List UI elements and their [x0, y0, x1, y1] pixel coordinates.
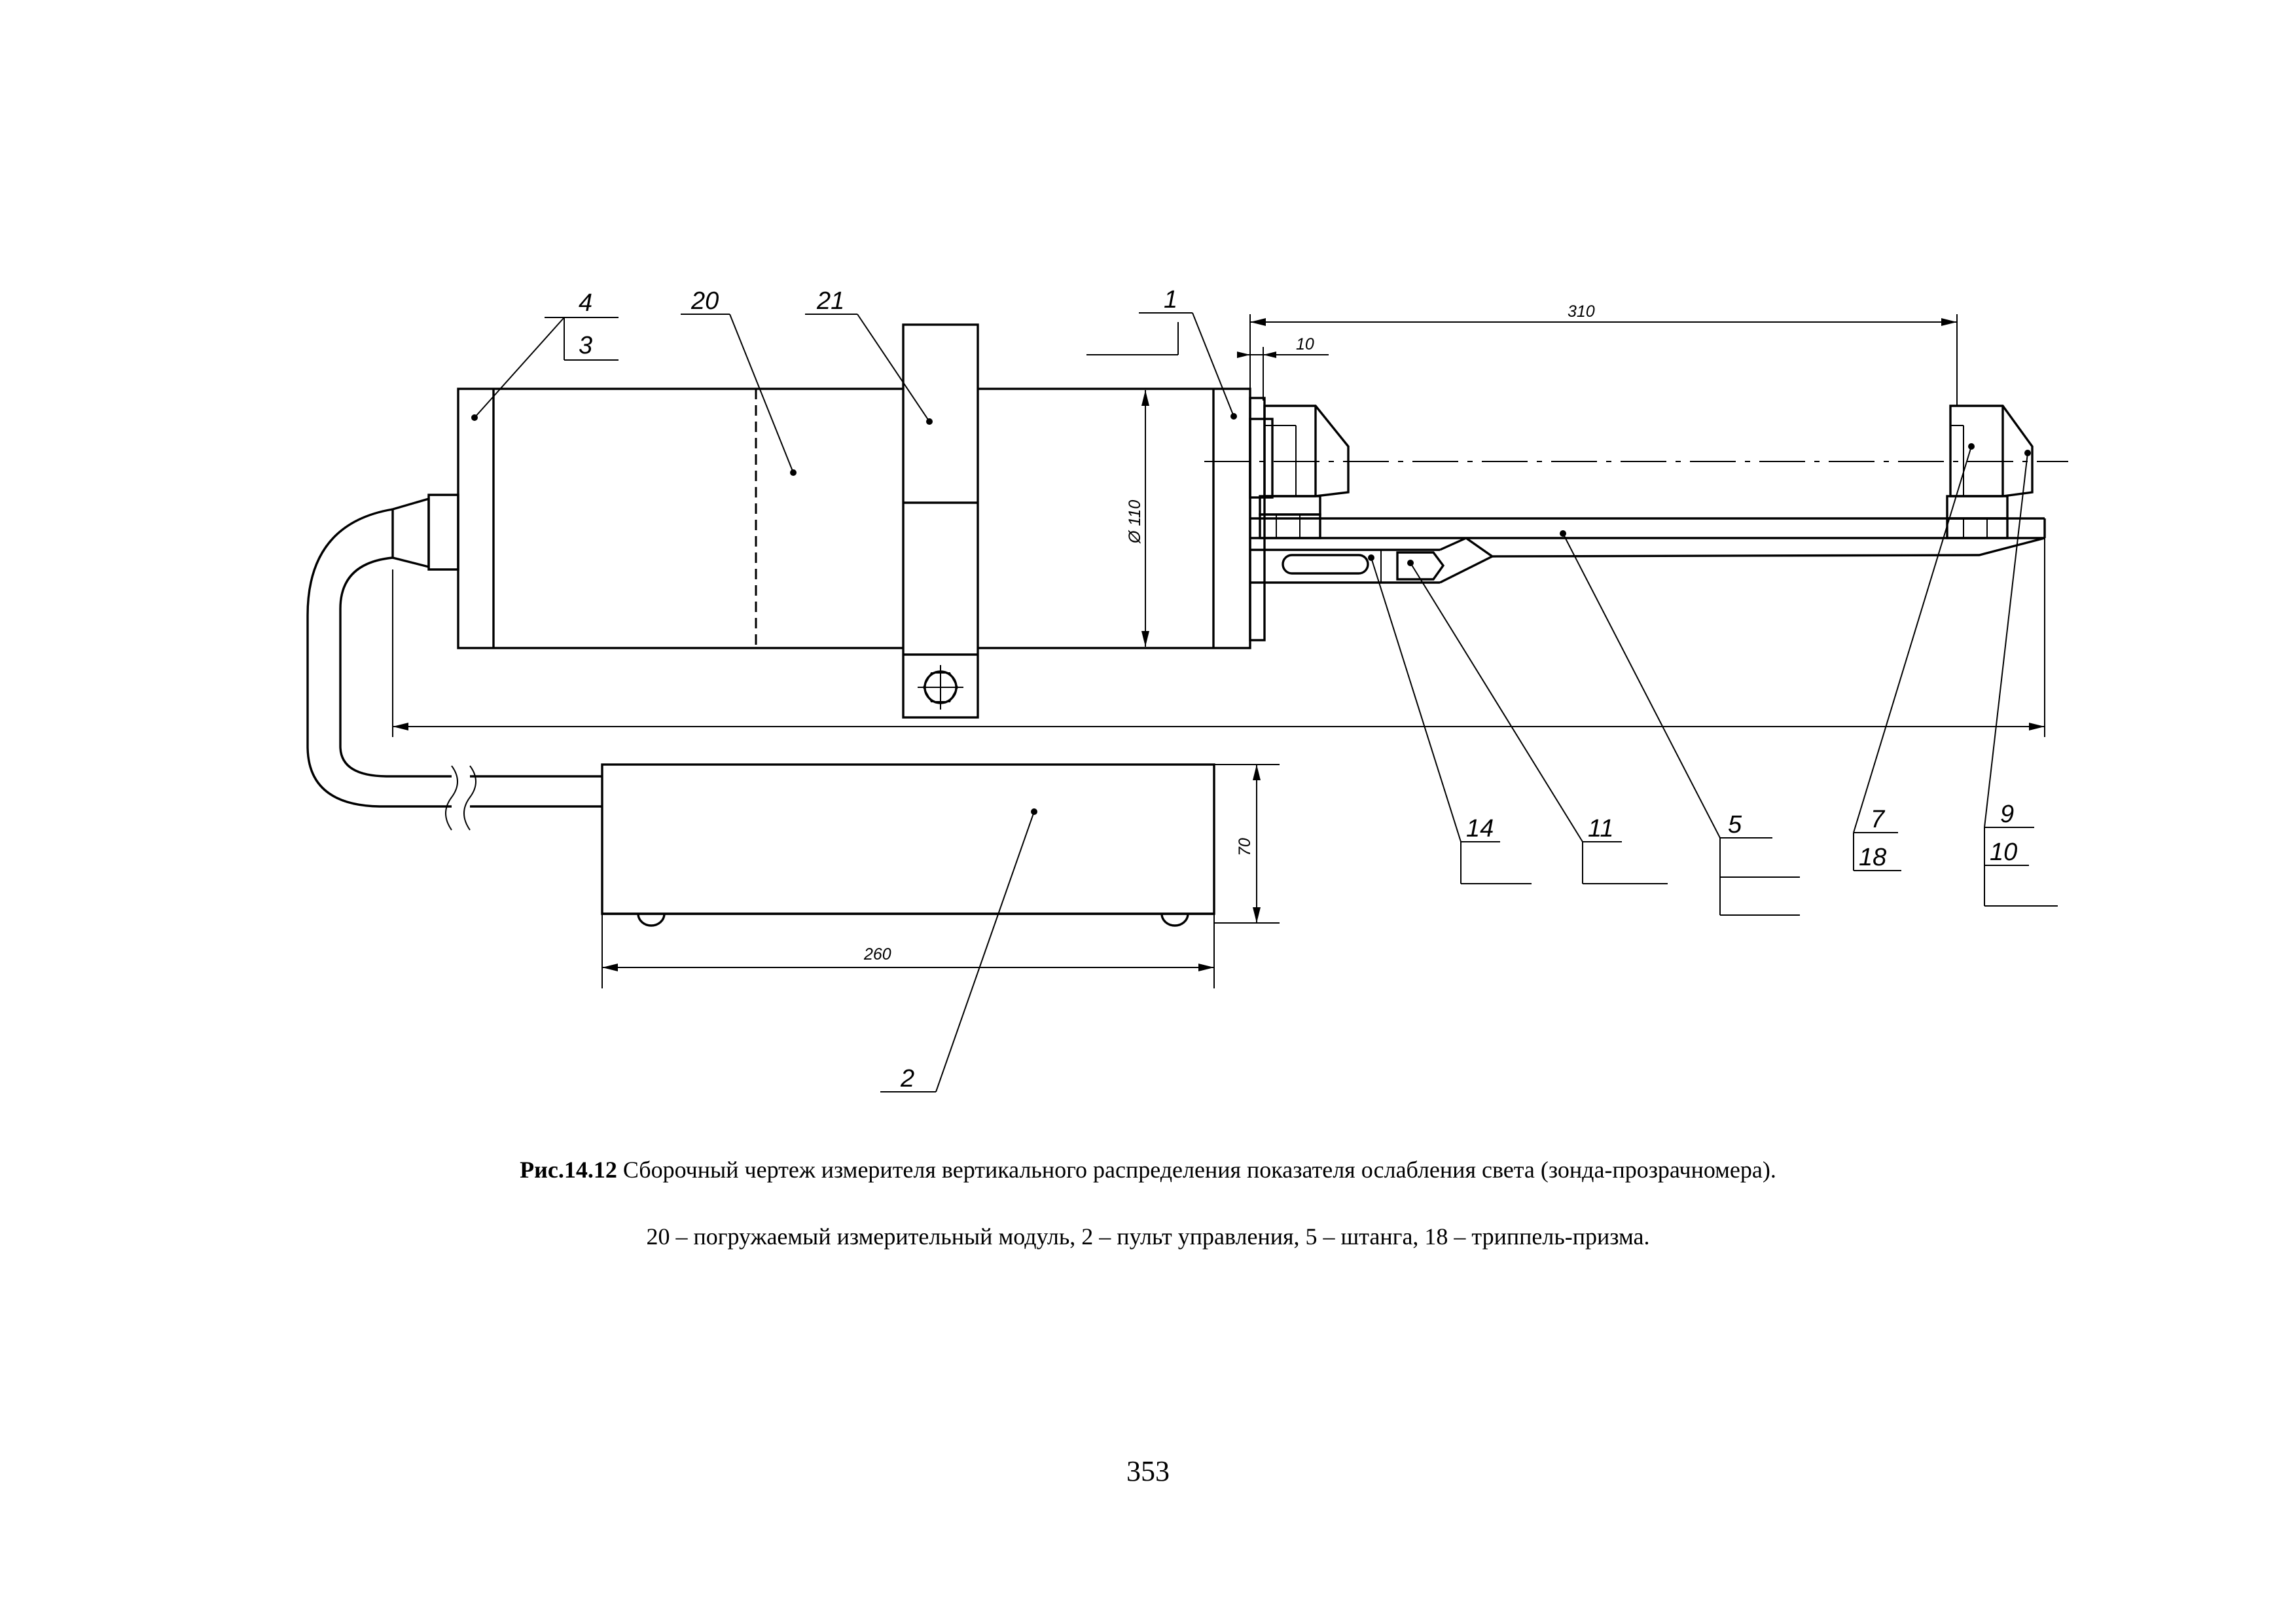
figure-title: Сборочный чертеж измерителя вертикальног…: [622, 1157, 1776, 1183]
callout-14: 14: [1466, 815, 1494, 842]
callout-4: 4: [579, 289, 592, 317]
page-number: 353: [1126, 1455, 1170, 1487]
dimensions: 310 10 Ø 110 70 260: [392, 302, 2045, 988]
dim-10: 10: [1296, 335, 1314, 353]
cable: [306, 494, 602, 831]
callout-1: 1: [1164, 286, 1177, 314]
dim-110: Ø 110: [1126, 500, 1144, 544]
callout-11: 11: [1588, 815, 1613, 842]
callout-21: 21: [816, 287, 844, 315]
callout-3: 3: [579, 332, 592, 359]
callout-20: 20: [691, 287, 719, 315]
callout-10: 10: [1990, 839, 2017, 866]
figure-caption: Рис.14.12 Сборочный чертеж измерителя ве…: [0, 1156, 2296, 1183]
rod-assembly: [1249, 397, 2046, 641]
clamp: [902, 323, 979, 719]
figure-legend: 20 – погружаемый измерительный модуль, 2…: [646, 1223, 1650, 1250]
callout-5: 5: [1728, 811, 1742, 839]
control-console: [601, 763, 1215, 927]
callout-18: 18: [1859, 844, 1886, 871]
callouts: 4 3 20 21 1 14 11: [471, 286, 2058, 1092]
dim-260: 260: [863, 945, 891, 964]
dim-310: 310: [1568, 302, 1595, 321]
dim-70: 70: [1236, 838, 1254, 856]
callout-9: 9: [2000, 801, 2014, 828]
figure-label: Рис.14.12: [520, 1157, 617, 1183]
callout-7: 7: [1871, 806, 1886, 833]
callout-2: 2: [900, 1065, 914, 1092]
